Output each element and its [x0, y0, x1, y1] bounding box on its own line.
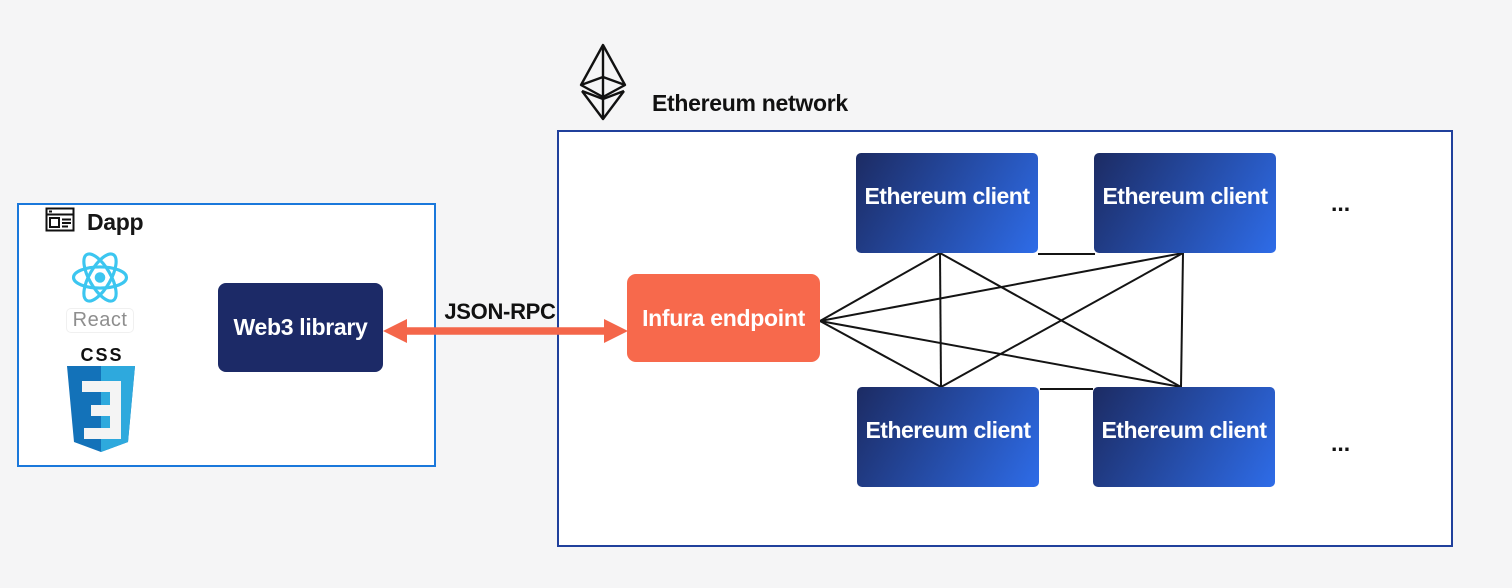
react-logo-icon: [71, 246, 129, 309]
ethereum-client-node-top-left: Ethereum client: [856, 153, 1038, 253]
web3-library-node: Web3 library: [218, 283, 383, 372]
infura-endpoint-node: Infura endpoint: [627, 274, 820, 362]
ethereum-logo-icon: [579, 43, 627, 121]
ethereum-client-node-bottom-right: Ethereum client: [1093, 387, 1275, 487]
ethereum-network-title: Ethereum network: [652, 90, 848, 116]
browser-window-icon: [45, 207, 75, 237]
css-logo-word: CSS: [80, 345, 124, 365]
ethereum-client-node-bottom-left: Ethereum client: [857, 387, 1039, 487]
css3-logo-icon: [64, 366, 138, 458]
dapp-header: Dapp: [45, 207, 144, 237]
json-rpc-label: JSON-RPC: [444, 299, 556, 324]
dapp-title: Dapp: [87, 208, 144, 235]
react-label: React: [66, 308, 134, 333]
ellipsis-top: ...: [1331, 190, 1351, 216]
ethereum-client-node-top-right: Ethereum client: [1094, 153, 1276, 253]
ellipsis-bottom: ...: [1331, 430, 1351, 456]
